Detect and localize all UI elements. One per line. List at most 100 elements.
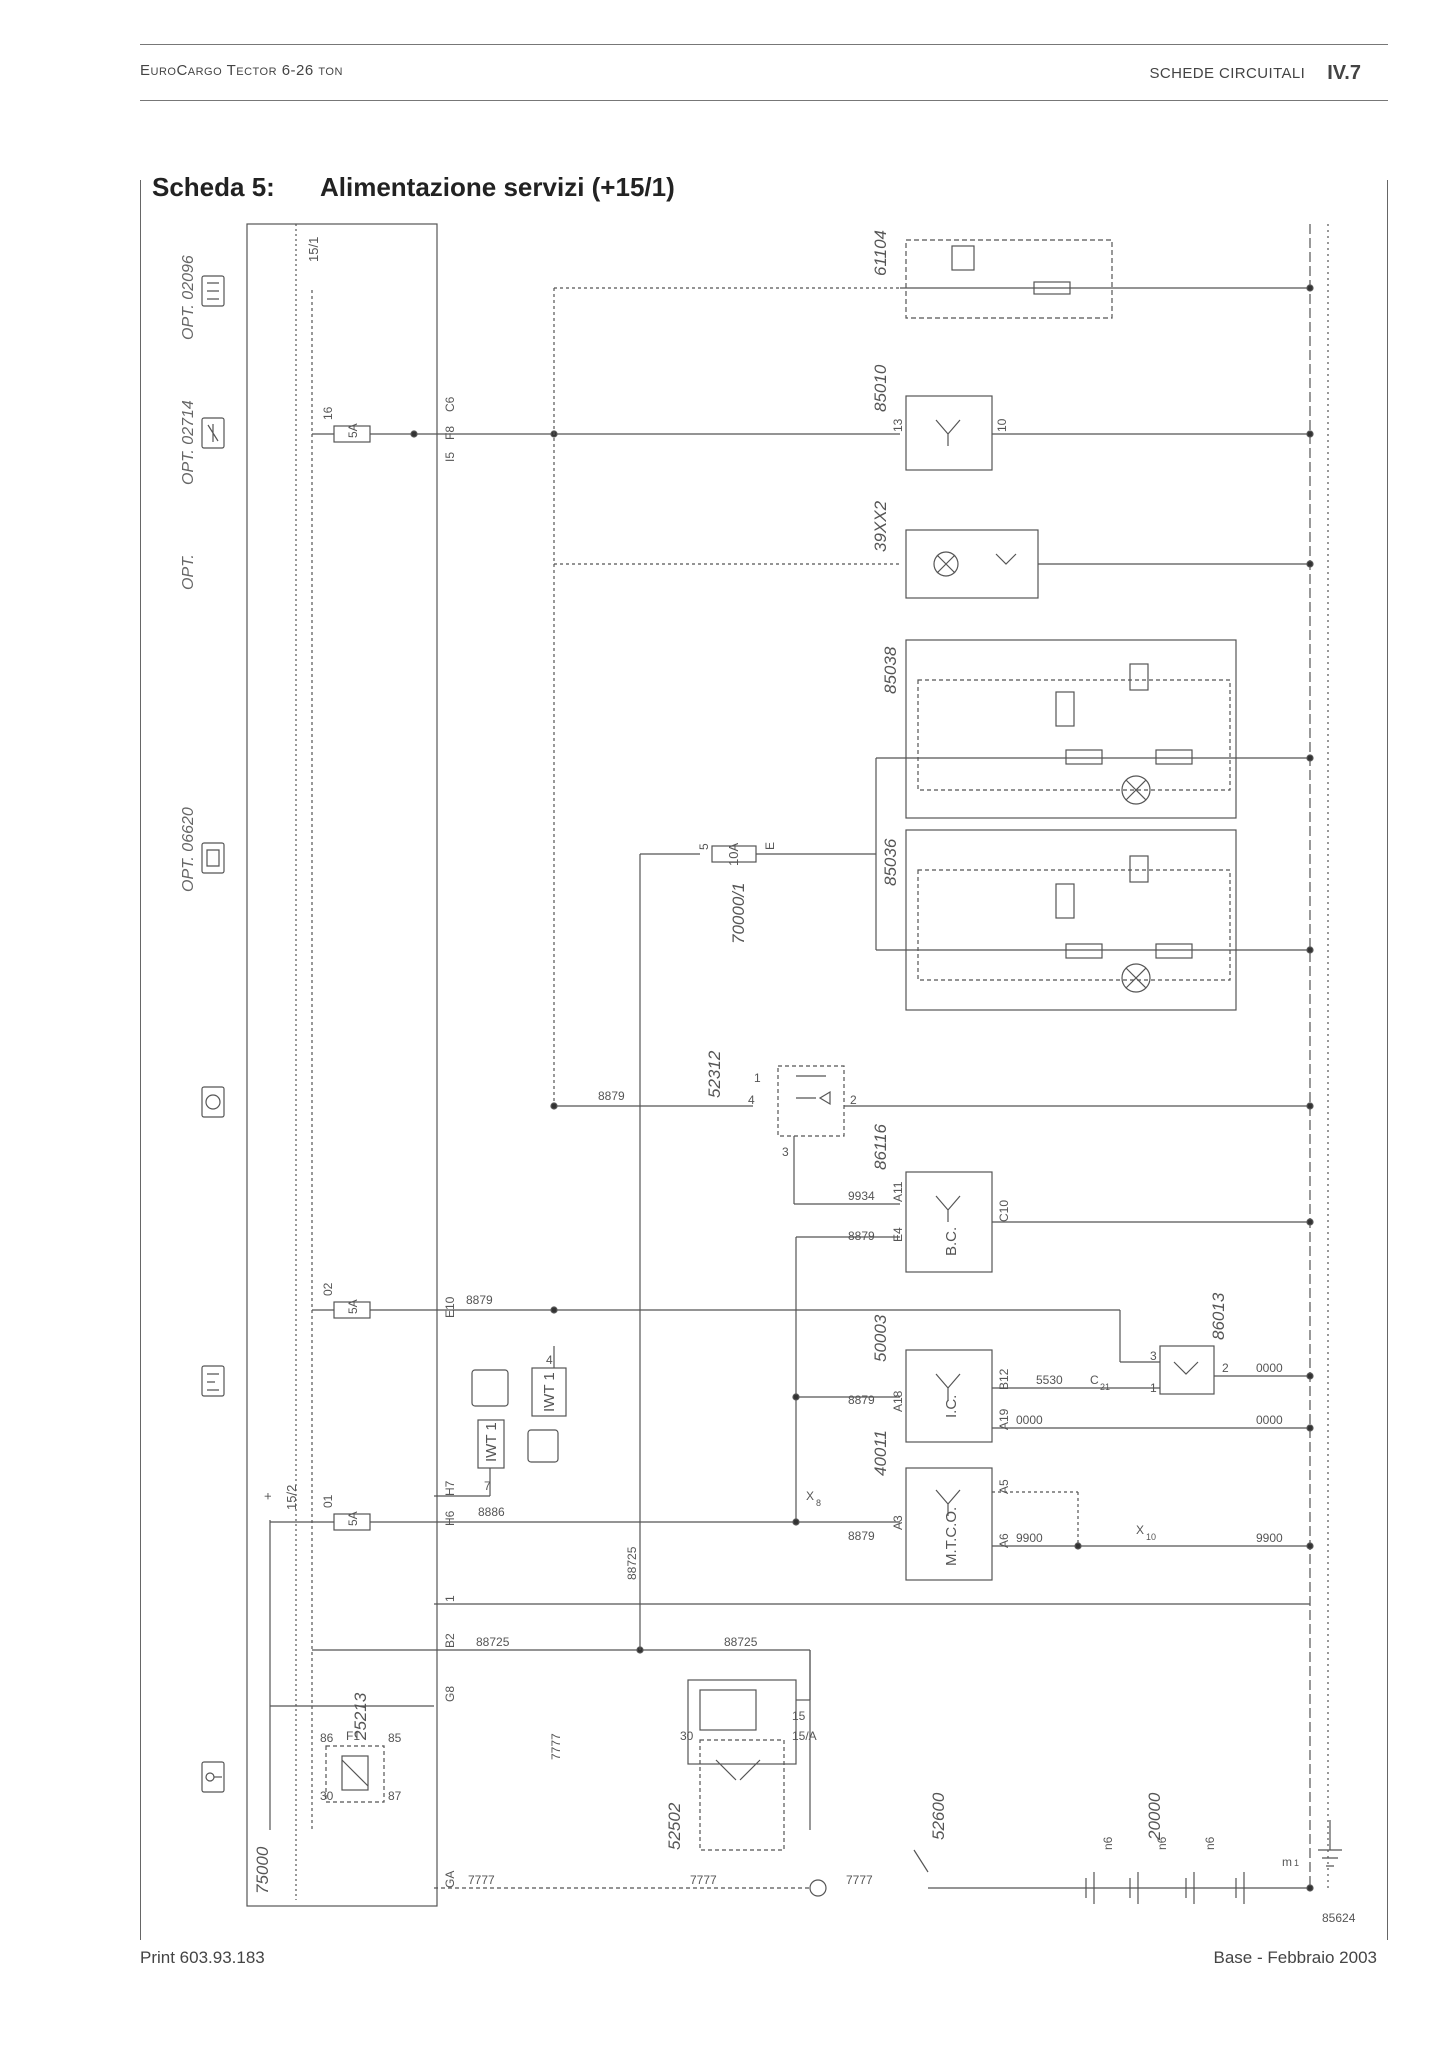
option-icon-column: [201, 275, 225, 1793]
svg-text:C6: C6: [443, 396, 457, 412]
svg-text:30: 30: [320, 1789, 334, 1803]
svg-text:88725: 88725: [625, 1546, 639, 1580]
key-icon: [201, 1761, 225, 1793]
svg-text:B2: B2: [443, 1633, 457, 1648]
svg-text:3: 3: [782, 1145, 789, 1159]
svg-text:H6: H6: [443, 1510, 457, 1526]
svg-text:5: 5: [697, 843, 711, 850]
option-labels: OPT. 02096 OPT. 02714 OPT. OPT. 06620: [180, 255, 197, 892]
svg-text:A19: A19: [997, 1408, 1011, 1430]
central-unit-frame: [246, 223, 438, 1907]
svg-text:8: 8: [816, 1498, 821, 1508]
label-50003: 50003: [871, 1314, 890, 1362]
label-52600: 52600: [929, 1792, 948, 1840]
rail-15-2-label: 15/2: [284, 1485, 299, 1510]
label-86116: 86116: [871, 1123, 890, 1170]
rail-15-1-label: 15/1: [306, 237, 321, 262]
label-52502: 52502: [665, 1802, 684, 1850]
mirror-heater-icon: [201, 842, 225, 874]
module-bc-label: B.C.: [943, 1227, 960, 1256]
svg-text:0000: 0000: [1256, 1413, 1283, 1427]
svg-text:0000: 0000: [1256, 1361, 1283, 1375]
svg-text:GA: GA: [443, 1871, 457, 1888]
component-40011: [905, 1467, 1314, 1581]
svg-text:2: 2: [850, 1093, 857, 1107]
svg-text:1: 1: [443, 1595, 457, 1602]
svg-text:C10: C10: [997, 1200, 1011, 1222]
svg-text:0000: 0000: [1016, 1413, 1043, 1427]
component-86116: [905, 1171, 1314, 1273]
ignition-icon: [201, 1365, 225, 1397]
svg-text:OPT.: OPT.: [180, 554, 197, 590]
component-85036: [875, 758, 1314, 1011]
label-70000-1: 70000/1: [729, 883, 748, 944]
svg-text:m: m: [1282, 1855, 1292, 1869]
relay-25213: [325, 1745, 385, 1803]
svg-text:21: 21: [1100, 1382, 1110, 1392]
module-iwt1b-label: IWT 1: [483, 1422, 500, 1462]
svg-text:9934: 9934: [848, 1189, 875, 1203]
component-85038: [876, 639, 1314, 819]
fuse-group: [270, 425, 434, 1531]
fuse-01-rating: 5A: [346, 1511, 360, 1526]
svg-text:86: 86: [320, 1731, 334, 1745]
svg-text:E: E: [763, 842, 777, 850]
svg-text:1: 1: [754, 1071, 761, 1085]
svg-text:85: 85: [388, 1731, 402, 1745]
svg-text:10: 10: [1146, 1532, 1156, 1542]
svg-text:OPT. 06620: OPT. 06620: [180, 807, 197, 892]
svg-text:8879: 8879: [848, 1229, 875, 1243]
svg-text:E10: E10: [443, 1296, 457, 1318]
svg-text:7: 7: [484, 1479, 491, 1493]
section-title: SCHEDE CIRCUITALI: [1149, 65, 1306, 82]
svg-text:7777: 7777: [468, 1873, 495, 1887]
light-switch-icon: [201, 1086, 225, 1118]
rail-plus-label: +: [260, 1492, 275, 1500]
label-75000: 75000: [253, 1846, 272, 1894]
component-50003: [905, 1349, 1314, 1443]
seat-heater-icon: [201, 417, 225, 449]
svg-text:OPT. 02096: OPT. 02096: [180, 255, 197, 340]
publication-title: EuroCargo Tector 6-26 ton: [140, 62, 343, 79]
svg-text:G8: G8: [443, 1686, 457, 1702]
svg-text:C: C: [1090, 1373, 1099, 1387]
svg-text:8879: 8879: [598, 1089, 625, 1103]
svg-text:7777: 7777: [549, 1733, 563, 1760]
battery-circuit: [809, 1820, 1342, 1904]
svg-text:OPT. 02714: OPT. 02714: [180, 400, 197, 485]
svg-text:15/A: 15/A: [792, 1729, 817, 1743]
svg-text:15: 15: [792, 1709, 806, 1723]
fuse-70000-rating: 10A: [726, 843, 741, 866]
label-39xx2: 39XX2: [871, 500, 890, 552]
svg-text:87: 87: [388, 1789, 402, 1803]
svg-text:n6: n6: [1155, 1836, 1169, 1850]
fuse-02-number: 02: [321, 1282, 335, 1296]
component-86013: [1159, 1345, 1314, 1395]
iwt-modules: [434, 1346, 567, 1497]
header-bottom-rule: [140, 100, 1388, 101]
component-85010: [905, 395, 1314, 471]
label-61104: 61104: [871, 230, 890, 276]
fuse-02-rating: 5A: [346, 1299, 360, 1314]
svg-text:F8: F8: [443, 426, 457, 440]
svg-text:8879: 8879: [466, 1293, 493, 1307]
component-39xx2: [905, 529, 1314, 599]
svg-text:88725: 88725: [724, 1635, 758, 1649]
label-86013: 86013: [1209, 1292, 1228, 1340]
page-left-margin-line: [140, 180, 141, 1940]
svg-text:X: X: [1136, 1523, 1144, 1537]
svg-text:n6: n6: [1101, 1836, 1115, 1850]
svg-text:8879: 8879: [848, 1529, 875, 1543]
svg-text:F1: F1: [346, 1729, 360, 1743]
module-iwt1-label: IWT 1: [541, 1372, 558, 1412]
label-85036: 85036: [881, 838, 900, 886]
relay-52502: [687, 1650, 811, 1851]
svg-text:10: 10: [995, 418, 1009, 432]
svg-text:3: 3: [1150, 1349, 1157, 1363]
svg-text:13: 13: [891, 418, 905, 432]
fuse-16-number: 16: [321, 406, 335, 420]
label-25213: 25213: [351, 1692, 370, 1741]
svg-text:7777: 7777: [846, 1873, 873, 1887]
